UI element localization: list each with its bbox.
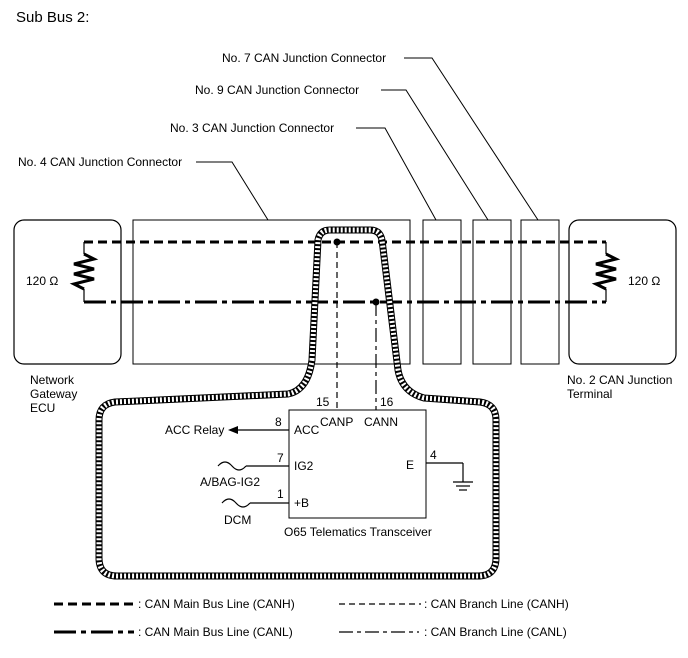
no3-connector-label: No. 3 CAN Junction Connector [170,121,334,135]
e-pin-label: E [406,458,414,472]
pin-4-number: 4 [430,448,437,462]
legend-main-canh-label: : CAN Main Bus Line (CANH) [138,597,295,611]
no9-leader-line [381,89,489,221]
acc-pin-label: ACC [294,423,320,437]
cann-pin-label: CANN [364,415,398,429]
ig2-pin-label: IG2 [294,459,314,473]
transceiver-name: O65 Telematics Transceiver [284,525,432,539]
abag-fuse-label: A/BAG-IG2 [200,475,260,489]
legend-main-canl-label: : CAN Main Bus Line (CANL) [138,625,293,639]
no7-junction-connector-box [520,219,560,365]
no4-leader-line [196,161,269,221]
legend-branch-canl-label: : CAN Branch Line (CANL) [424,625,567,639]
right-resistor-value: 120 Ω [628,274,660,288]
no7-connector-label: No. 7 CAN Junction Connector [222,51,386,65]
ecu-label-line3: ECU [30,401,55,415]
acc-relay-label: ACC Relay [165,423,224,437]
network-gateway-ecu-box [13,219,122,365]
left-resistor-icon [69,252,99,291]
pin-7-number: 7 [277,451,284,465]
ecu-label-line2: Gateway [30,387,77,401]
no3-leader-line [356,127,437,221]
pin-16-number: 16 [380,395,394,409]
no7-leader-line [404,57,539,221]
no4-connector-label: No. 4 CAN Junction Connector [18,155,182,169]
no2-can-junction-terminal-box [568,219,677,365]
canp-pin-label: CANP [320,415,353,429]
no3-junction-connector-box [422,219,462,365]
no9-connector-label: No. 9 CAN Junction Connector [195,83,359,97]
shielded-harness-outline [95,226,500,580]
b-pin-label: +B [294,496,309,510]
terminal-label-line1: No. 2 CAN Junction [567,373,672,387]
abag-fuse-icon [217,461,247,471]
terminal-label-line2: Terminal [567,387,612,401]
left-resistor-value: 120 Ω [26,274,58,288]
dcm-fuse-label: DCM [224,513,251,527]
ground-icon [453,481,473,491]
legend-branch-canh-label: : CAN Branch Line (CANH) [424,597,569,611]
no9-junction-connector-box [472,219,512,365]
diagram-title: Sub Bus 2: [16,9,89,26]
telematics-transceiver-box [288,409,427,519]
pin-1-number: 1 [277,487,284,501]
ecu-label-line1: Network [30,373,75,387]
dcm-fuse-icon [221,498,251,508]
acc-relay-arrow-icon [228,426,238,434]
pin-15-number: 15 [316,395,330,409]
pin-8-number: 8 [275,415,282,429]
right-resistor-icon [591,252,621,291]
no4-junction-connector-box [132,219,411,365]
